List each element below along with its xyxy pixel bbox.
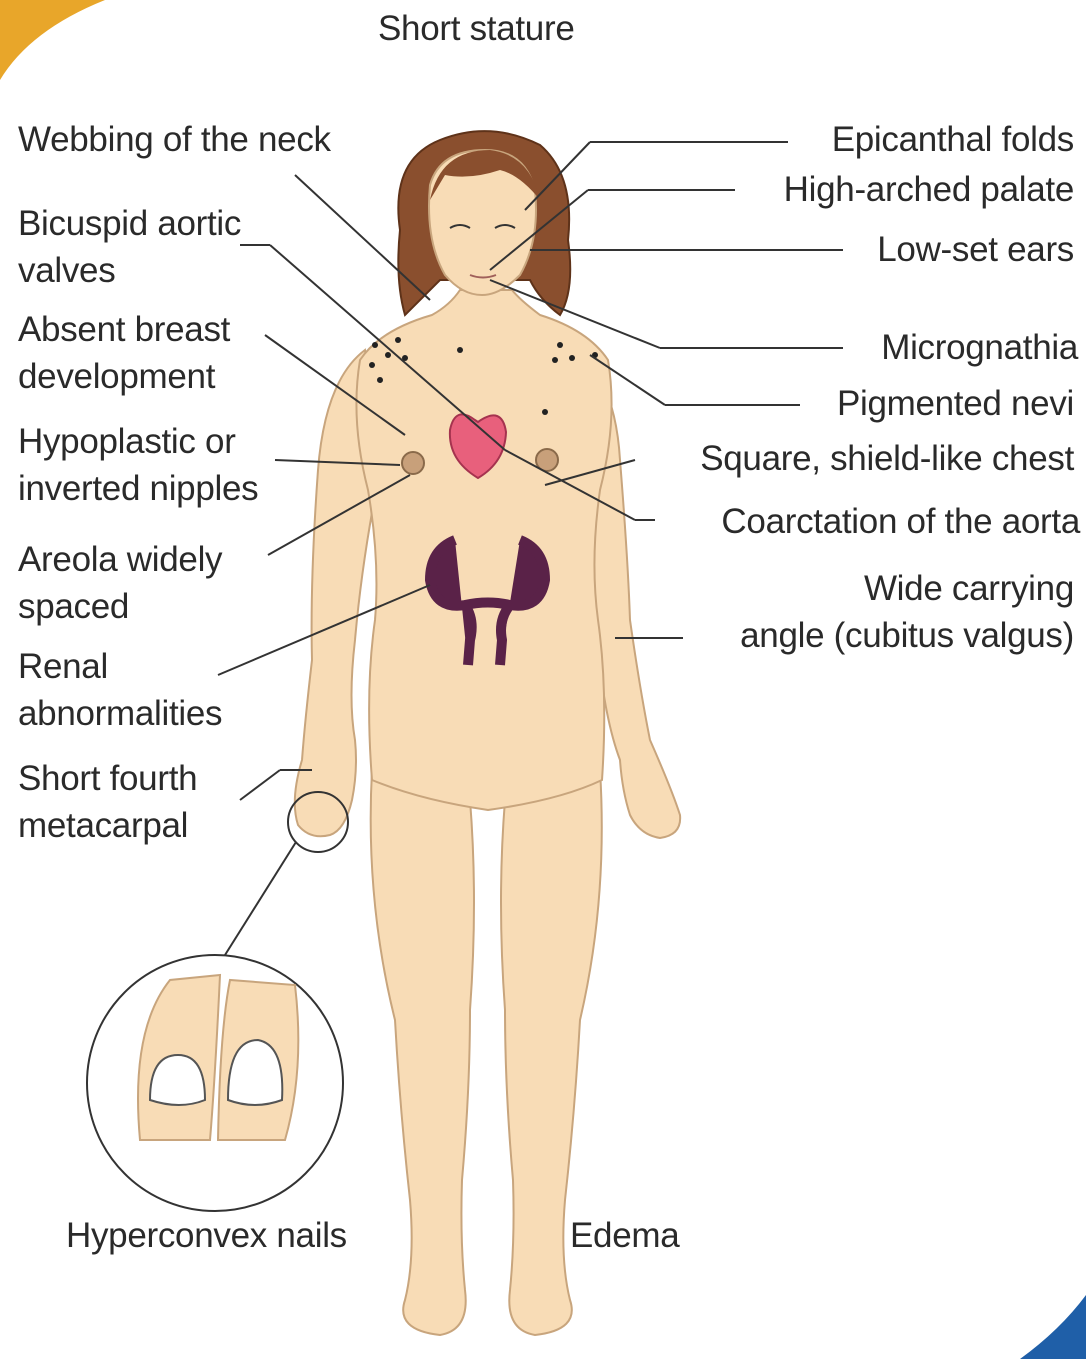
label-low-set-ears: Low-set ears — [877, 226, 1074, 274]
label-hyperconvex-nails: Hyperconvex nails — [66, 1212, 347, 1260]
label-webbing-of-neck: Webbing of the neck — [18, 116, 331, 164]
label-metacarpal-line1: Short fourth — [18, 755, 197, 803]
label-breast-line2: development — [18, 353, 215, 401]
label-edema: Edema — [570, 1212, 679, 1260]
label-bicuspid-line2: valves — [18, 247, 115, 295]
left-nipple — [402, 452, 424, 474]
label-high-arched-palate: High-arched palate — [784, 166, 1074, 214]
label-renal-line2: abnormalities — [18, 690, 222, 738]
blue-corner-decoration — [1020, 1295, 1086, 1359]
label-cubitus-line2: angle (cubitus valgus) — [740, 612, 1074, 660]
label-bicuspid-line1: Bicuspid aortic — [18, 200, 241, 248]
label-nipples-line1: Hypoplastic or — [18, 418, 236, 466]
torso — [356, 290, 611, 810]
label-nipples-line2: inverted nipples — [18, 465, 258, 513]
label-micrognathia: Micrognathia — [881, 324, 1078, 372]
label-cubitus-line1: Wide carrying — [864, 565, 1074, 613]
left-leg — [371, 770, 474, 1335]
label-areola-line1: Areola widely — [18, 536, 222, 584]
label-pigmented-nevi: Pigmented nevi — [837, 380, 1074, 428]
label-breast-line1: Absent breast — [18, 306, 230, 354]
gold-corner-decoration — [0, 0, 105, 80]
label-renal-line1: Renal — [18, 643, 108, 691]
label-epicanthal-folds: Epicanthal folds — [832, 116, 1074, 164]
label-metacarpal-line2: metacarpal — [18, 802, 188, 850]
title-short-stature: Short stature — [378, 5, 574, 53]
label-shield-chest: Square, shield-like chest — [700, 435, 1074, 483]
label-coarctation-aorta: Coarctation of the aorta — [721, 498, 1080, 546]
label-areola-line2: spaced — [18, 583, 129, 631]
